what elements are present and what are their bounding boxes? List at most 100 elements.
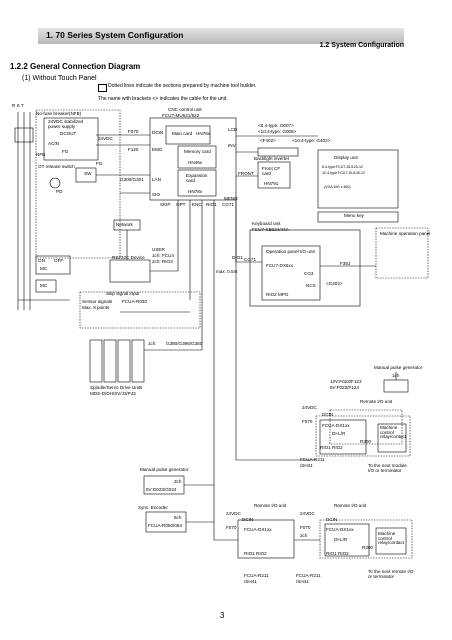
f070-label: F070	[128, 129, 139, 134]
backlight-label: Backlight inverter	[254, 156, 290, 161]
remote-io-unit-1	[315, 415, 411, 457]
pc-line1: 1ch: FCU4	[152, 253, 174, 258]
cnc-unit-model: FCU7-MU521/522	[162, 113, 200, 118]
nfb-region	[35, 109, 121, 259]
mpg2-model: 5V:G023/G024	[146, 487, 177, 492]
skip-label: SKIP	[160, 202, 171, 207]
next-b-label: To the next remote I/O or terminator	[368, 569, 414, 579]
page-number: 3	[220, 611, 225, 620]
user-pc-label: USER	[152, 247, 165, 252]
dist-label: max. 0.5m	[216, 269, 238, 274]
lan-label: LAN	[152, 177, 161, 182]
v24-label: 24VDC	[98, 136, 113, 141]
pc-line2: 2ch: RIO3	[152, 259, 173, 264]
g402a-label: <F402>	[260, 138, 276, 143]
machine-panel-label: Machine operation panel	[380, 231, 431, 236]
pc-box	[109, 259, 151, 283]
skip-dotted-region	[79, 291, 201, 329]
g300-label: G300/G301	[120, 177, 144, 182]
f024-label: 5V:F023/F124	[330, 385, 359, 390]
r211-label: FCUA-R211	[300, 457, 325, 462]
memory-card	[177, 145, 217, 169]
remote-io-ctl-1	[329, 409, 403, 445]
off-label: OFF	[54, 258, 64, 263]
main-card-model: HN76x	[196, 131, 211, 136]
op-panel-label: Operation panel I/O unit	[266, 249, 315, 254]
mpg-label: RIO2 MPG	[266, 292, 289, 297]
rb-sh-label: /SH41	[296, 579, 309, 584]
optical-ch-label: 1ch	[148, 341, 156, 346]
ra-r211-label: FCUA-R211	[244, 573, 269, 578]
acin-label: ACIN	[48, 141, 59, 146]
ra-v-label: 24VDC	[226, 511, 241, 516]
r300-label: R300	[360, 439, 371, 444]
op-panel-io	[261, 245, 321, 301]
rs232-label: RS232C Device	[112, 255, 145, 260]
cnc-unit-title: CNC control unit	[168, 107, 202, 112]
g402b-label: <10.4-type: G402>	[292, 138, 331, 143]
g007-label: <8.4-type: G007>	[258, 123, 294, 128]
nfb-breaker-label: No-fuse breaker(NFB)	[36, 111, 82, 116]
remote-io1-title: Remote I/O unit	[360, 399, 393, 404]
opt-label: OPT	[176, 202, 186, 207]
g380-label: G380/G396/G380	[166, 341, 203, 346]
sh41-label: /SH41	[300, 463, 313, 468]
drive-model-label: MDS-D/DH/SV/J3/PJ3	[90, 391, 136, 396]
section-title: 1.2.2 General Connection Diagram	[10, 62, 141, 71]
enc-label: ENC	[192, 202, 202, 207]
rst-label: R S T	[12, 103, 24, 108]
mc1-label: MC	[40, 266, 48, 271]
display-line3: (VGA 640 x 480)	[324, 185, 351, 189]
mc-box	[35, 279, 57, 293]
ra-sh-label: /SH41	[244, 579, 257, 584]
power-input	[14, 112, 34, 310]
ra-f-label: F070	[226, 525, 237, 530]
legend-dotted-text: Dotted lines indicate the sections prepa…	[108, 83, 257, 89]
encoder-label: Sync. Encoder	[138, 505, 168, 510]
dcout-label: DCOUT	[60, 131, 77, 136]
cg71-label: CG71	[222, 202, 235, 207]
rb-rio-label: RIO1 RIO2	[326, 551, 349, 556]
ncx-label: NCX	[306, 283, 316, 288]
ch5-label: 5ch	[174, 515, 182, 520]
menu-key-label: Menu key	[344, 213, 364, 218]
f070b-label: F070	[302, 419, 313, 424]
display-line1: 8.4-type:FCU7-DU120-12	[322, 165, 363, 169]
section-subtitle: (1) Without Touch Panel	[22, 75, 97, 82]
rio1-label: RIO1	[206, 202, 217, 207]
ra-dcin-label: DCIN	[242, 517, 254, 522]
main-card-label: Main card	[172, 131, 193, 136]
keyboard-label: Keyboard unit	[252, 221, 281, 226]
rb-dil-label: DI-L/R	[334, 537, 348, 542]
ra-rio-label: RIO1 RIO2	[244, 551, 267, 556]
remote-io-unit-a	[237, 519, 295, 559]
cnc-unit	[149, 117, 237, 201]
stab-power-supply	[43, 117, 99, 161]
f023-label: 12V:F023/F123	[330, 379, 362, 384]
drive-units	[89, 200, 203, 383]
front-label: FRONT	[238, 171, 254, 176]
on-off-switch	[35, 255, 71, 275]
sio-label: SIO	[152, 192, 160, 197]
mpg2-label: Manual pulse generator	[140, 467, 189, 472]
rb-dx-label: FCUA-DX1xx	[326, 527, 354, 532]
main-card	[165, 125, 211, 145]
ch1-label: 1ch	[392, 373, 400, 378]
memory-card-model: HN46x	[188, 160, 203, 165]
machine-ctl-label: Machine control relay/contact	[380, 425, 407, 440]
display-unit-label: Display unit	[334, 155, 358, 160]
legend-dotted-box	[98, 84, 107, 92]
display-line2: 10.4-type:FCU7-DU140-12	[322, 171, 365, 175]
inv-label: INV	[228, 143, 236, 148]
rb-dcin-label: DCIN	[326, 517, 338, 522]
rb-r211-label: FCUA-R211	[296, 573, 321, 578]
cg3-label: CG3	[304, 271, 314, 276]
rb-mc-label: Machine control relay/contact	[378, 531, 405, 546]
ch2-a-label: 2ch	[300, 533, 308, 538]
g402c-label: <G402>	[326, 281, 343, 286]
sw-label: SW	[84, 171, 92, 176]
fg2-label: FG	[96, 161, 103, 166]
memory-card-label: Memory card	[184, 149, 211, 154]
remote-a-title: Remote I/O unit	[254, 503, 287, 508]
